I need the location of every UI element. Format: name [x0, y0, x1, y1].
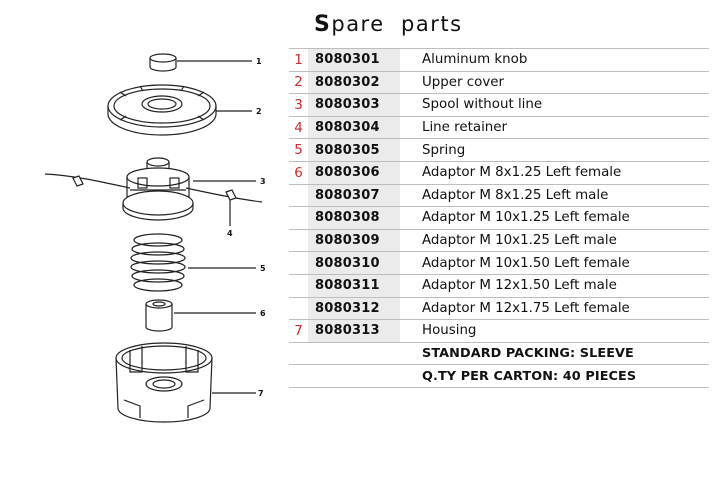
- part-number: [289, 184, 308, 208]
- part-code: 8080308: [308, 206, 400, 230]
- callout-7: 7: [258, 389, 264, 398]
- title-first-letter: S: [314, 12, 332, 37]
- part-description: Spool without line: [400, 93, 709, 117]
- part-number: [289, 229, 308, 253]
- part-housing: [115, 342, 213, 423]
- part-upper-cover: [107, 84, 217, 136]
- part-code: 8080313: [308, 319, 400, 343]
- part-code: 8080310: [308, 251, 400, 275]
- part-code: 8080307: [308, 184, 400, 208]
- carton-quantity-text: Q.TY PER CARTON: 40 PIECES: [400, 364, 709, 388]
- part-number: 3: [289, 93, 308, 117]
- part-code: 8080306: [308, 161, 400, 185]
- part-number: 5: [289, 138, 308, 162]
- callout-1: 1: [256, 57, 262, 66]
- callout-4: 4: [227, 229, 233, 238]
- callout-3: 3: [260, 177, 266, 186]
- part-number: [289, 206, 308, 230]
- exploded-view-diagram: 1 2 3 4 5 6 7: [44, 53, 266, 423]
- part-number: 1: [289, 48, 308, 72]
- part-description: Line retainer: [400, 116, 709, 140]
- callout-5: 5: [260, 264, 266, 273]
- part-description: Adaptor M 10x1.50 Left female: [400, 251, 709, 275]
- footer-row-carton: Q.TY PER CARTON: 40 PIECES: [289, 364, 709, 388]
- page-title: Spare parts: [314, 12, 463, 37]
- footer-row-packing: STANDARD PACKING: SLEEVE: [289, 342, 709, 366]
- part-code: 8080309: [308, 229, 400, 253]
- part-number: 2: [289, 71, 308, 95]
- part-adaptor: [145, 299, 173, 332]
- part-description: Adaptor M 10x1.25 Left male: [400, 229, 709, 253]
- part-code: 8080303: [308, 93, 400, 117]
- title-rest: pare parts: [331, 12, 463, 36]
- part-number: 7: [289, 319, 308, 343]
- part-description: Adaptor M 8x1.25 Left female: [400, 161, 709, 185]
- callout-6: 6: [260, 309, 266, 318]
- part-spool: [44, 157, 263, 221]
- part-spring: [130, 233, 186, 292]
- part-code: 8080301: [308, 48, 400, 72]
- part-description: Upper cover: [400, 71, 709, 95]
- part-code: 8080305: [308, 138, 400, 162]
- part-code: 8080311: [308, 274, 400, 298]
- part-description: Housing: [400, 319, 709, 343]
- part-description: Adaptor M 12x1.50 Left male: [400, 274, 709, 298]
- part-number: [289, 251, 308, 275]
- part-description: Adaptor M 12x1.75 Left female: [400, 297, 709, 321]
- part-description: Adaptor M 8x1.25 Left male: [400, 184, 709, 208]
- part-number: 6: [289, 161, 308, 185]
- part-code: 8080302: [308, 71, 400, 95]
- part-description: Adaptor M 10x1.25 Left female: [400, 206, 709, 230]
- callout-2: 2: [256, 107, 262, 116]
- part-aluminum-knob: [149, 53, 177, 72]
- standard-packing-text: STANDARD PACKING: SLEEVE: [400, 342, 709, 366]
- part-description: Aluminum knob: [400, 48, 709, 72]
- part-number: [289, 297, 308, 321]
- part-number: 4: [289, 116, 308, 140]
- part-description: Spring: [400, 138, 709, 162]
- part-code: 8080304: [308, 116, 400, 140]
- part-code: 8080312: [308, 297, 400, 321]
- part-number: [289, 274, 308, 298]
